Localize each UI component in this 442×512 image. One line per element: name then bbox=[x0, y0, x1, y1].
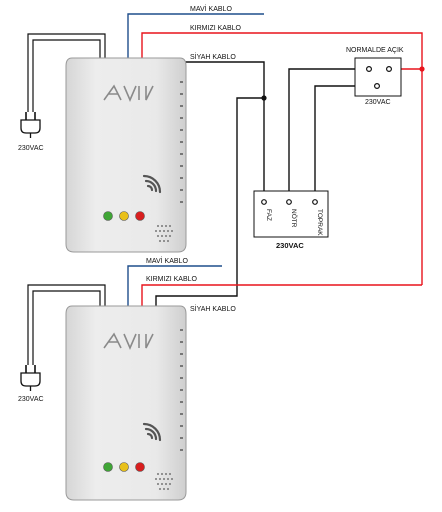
top-power-cord bbox=[27, 33, 106, 112]
bottom-led-green bbox=[103, 462, 113, 472]
relay-box bbox=[354, 57, 402, 97]
top-blue-wire-label: MAVİ KABLO bbox=[190, 4, 232, 13]
terminal-block bbox=[253, 190, 329, 238]
bottom-black-wire-label: SİYAH KABLO bbox=[190, 304, 236, 313]
bottom-power-cord bbox=[27, 284, 106, 365]
bottom-speaker-grille bbox=[155, 473, 173, 490]
top-led-yellow bbox=[119, 211, 129, 221]
relay-neutral-wire bbox=[288, 68, 369, 200]
top-plug-voltage-label: 230VAC bbox=[18, 145, 44, 152]
bottom-led-yellow bbox=[119, 462, 129, 472]
relay-label: NORMALDE AÇIK bbox=[346, 47, 404, 54]
terminal-notr-label: NÖTR bbox=[290, 209, 298, 228]
black-junction-dot bbox=[261, 95, 267, 101]
top-led-green bbox=[103, 211, 113, 221]
terminal-toprak-label: TOPRAK bbox=[316, 209, 323, 236]
top-black-wire-label: SİYAH KABLO bbox=[190, 52, 236, 61]
relay-terminal-3 bbox=[374, 82, 381, 89]
relay-voltage-label: 230VAC bbox=[365, 99, 391, 106]
bottom-brand-logo bbox=[103, 332, 154, 351]
bottom-gas-detector bbox=[65, 305, 187, 501]
top-brand-logo bbox=[103, 84, 154, 103]
top-led-red bbox=[135, 211, 145, 221]
relay-terminal-2 bbox=[386, 65, 393, 72]
terminal-toprak-screw bbox=[312, 199, 318, 205]
bottom-red-wire bbox=[141, 284, 422, 308]
top-signal-icon bbox=[142, 174, 162, 194]
red-junction-dot bbox=[419, 66, 425, 72]
top-red-wire-label: KIRMIZI KABLO bbox=[190, 25, 242, 32]
bottom-plug-voltage-label: 230VAC bbox=[18, 396, 44, 403]
top-speaker-grille bbox=[155, 225, 173, 242]
relay-terminal-1 bbox=[366, 65, 373, 72]
black-junction-wire bbox=[155, 97, 264, 308]
bottom-side-vents bbox=[180, 329, 183, 451]
top-side-vents bbox=[180, 81, 183, 203]
top-gas-detector bbox=[65, 57, 187, 253]
terminal-faz-screw bbox=[261, 199, 267, 205]
top-blue-wire bbox=[127, 13, 264, 60]
terminal-notr-screw bbox=[286, 199, 292, 205]
top-red-wire bbox=[141, 32, 423, 285]
bottom-led-red bbox=[135, 462, 145, 472]
terminal-voltage-label: 230VAC bbox=[276, 241, 304, 250]
terminal-faz-label: FAZ bbox=[265, 209, 272, 221]
bottom-plug-icon bbox=[20, 365, 41, 391]
bottom-red-wire-label: KIRMIZI KABLO bbox=[146, 276, 198, 283]
top-plug-icon bbox=[20, 112, 41, 138]
bottom-signal-icon bbox=[142, 422, 162, 442]
bottom-blue-wire bbox=[127, 265, 222, 308]
bottom-blue-wire-label: MAVİ KABLO bbox=[146, 256, 188, 265]
